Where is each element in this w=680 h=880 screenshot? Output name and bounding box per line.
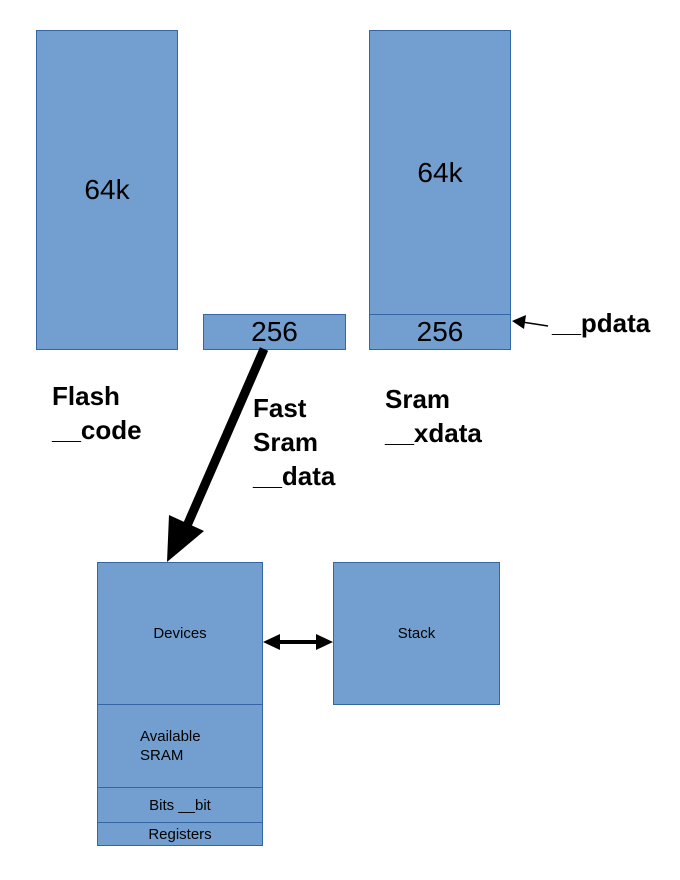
sram-caption-title: Sram <box>385 384 451 414</box>
fast-sram-caption-line1: Fast <box>253 393 307 423</box>
bits-label: Bits __bit <box>149 796 211 814</box>
sram-caption-keyword: __xdata <box>385 418 482 448</box>
sram-size-label: 64k <box>417 156 463 188</box>
sram-caption: Sram __xdata <box>385 382 482 450</box>
pdata-block: 256 <box>369 314 511 350</box>
available-sram-region: Available SRAM <box>97 704 263 788</box>
fast-sram-size-label: 256 <box>251 316 298 347</box>
flash-size-label: 64k <box>84 174 130 205</box>
flash-caption-title: Flash <box>52 381 120 411</box>
flash-caption-keyword: __code <box>52 415 142 445</box>
devices-stack-double-arrow <box>263 634 333 650</box>
devices-region: Devices <box>97 562 263 705</box>
registers-region: Registers <box>97 822 263 846</box>
registers-label: Registers <box>148 825 212 843</box>
available-sram-label-line2: SRAM <box>140 747 184 764</box>
devices-label: Devices <box>153 625 207 642</box>
sram-block: 64k <box>369 30 511 315</box>
stack-block: Stack <box>333 562 500 705</box>
fast-sram-caption-line2: Sram <box>253 427 319 457</box>
available-sram-label-line1: Available <box>140 728 201 745</box>
fast-sram-caption-keyword: __data <box>253 461 336 491</box>
flash-caption: Flash __code <box>52 379 142 447</box>
fast-sram-block: 256 <box>203 314 346 350</box>
pdata-pointer-arrow <box>512 315 549 329</box>
bits-region: Bits __bit <box>97 787 263 823</box>
pdata-label: __pdata <box>552 308 651 338</box>
fast-sram-caption: Fast Sram __data <box>253 391 335 493</box>
fast-sram-to-data-map-arrow <box>167 347 269 562</box>
flash-block: 64k <box>36 30 178 350</box>
pdata-size-label: 256 <box>416 316 464 347</box>
stack-label: Stack <box>397 625 436 642</box>
